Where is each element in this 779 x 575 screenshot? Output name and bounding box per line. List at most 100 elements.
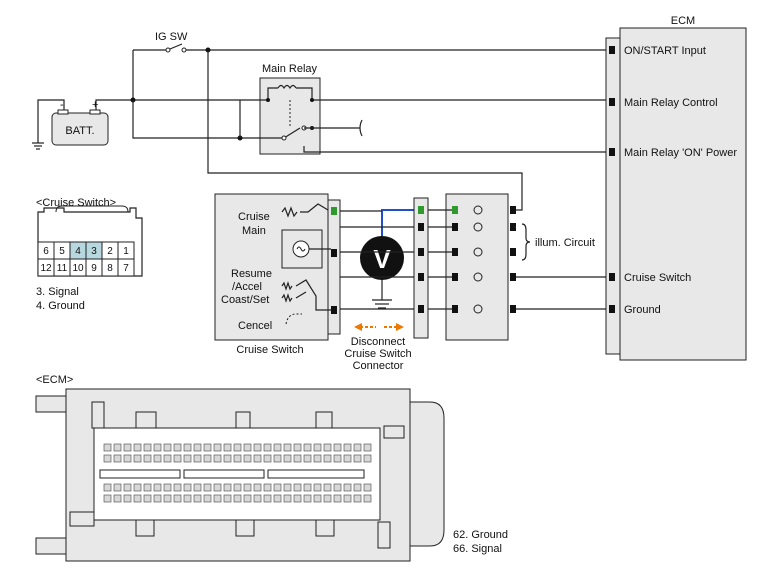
ecm-pin	[213, 443, 222, 452]
ecm-pin	[223, 454, 232, 463]
ecm-pin	[343, 443, 352, 452]
ecm-title: ECM	[671, 15, 695, 27]
main-relay-label: Main Relay	[262, 63, 318, 75]
cruise-switch-assembly: Cruise Main Resume /Accel Coast/Set Cenc…	[214, 193, 341, 356]
ecm-pin	[343, 454, 352, 463]
ecm-pin	[203, 494, 212, 503]
connector-cell-number: 8	[107, 263, 113, 274]
ecm-pin	[123, 483, 132, 492]
ecm-pin	[353, 443, 362, 452]
ecm-pin	[353, 494, 362, 503]
ecm-pin	[283, 443, 292, 452]
ecm-pin	[163, 483, 172, 492]
battery-label: BATT.	[65, 125, 94, 137]
ecm-pin	[133, 443, 142, 452]
ecm-pin	[183, 443, 192, 452]
connector-cell-number: 3	[91, 246, 97, 257]
ecm-pin	[223, 483, 232, 492]
ecm-pin	[173, 454, 182, 463]
ecm-pin	[313, 483, 322, 492]
ecm-pin	[153, 443, 162, 452]
ecm-pin	[193, 443, 202, 452]
connector-cell-number: 5	[59, 246, 65, 257]
ecm-pin	[173, 443, 182, 452]
ecm-pin	[313, 443, 322, 452]
battery-negative: -	[60, 99, 64, 111]
ecm-pin	[273, 483, 282, 492]
ecm-pin	[343, 494, 352, 503]
ecm-pin	[293, 494, 302, 503]
ecm-pin	[243, 483, 252, 492]
ecm-pin	[183, 494, 192, 503]
battery-positive: +	[92, 99, 98, 111]
ecm-pin	[143, 443, 152, 452]
connector-cell-number: 4	[75, 246, 81, 257]
ecm-pin	[203, 483, 212, 492]
ecm-pin	[133, 494, 142, 503]
ecm-pin	[253, 494, 262, 503]
ecm-pin	[173, 494, 182, 503]
ecm-pin	[363, 443, 372, 452]
ecm-module: ECM ON/START Input Main Relay Control Ma…	[605, 15, 747, 361]
ecm-connector-view: <ECM> 62. Ground 66. Signal	[35, 374, 508, 562]
ecm-pin	[253, 483, 262, 492]
ecm-pin-cruise-switch: Cruise Switch	[624, 272, 691, 284]
ecm-pin	[223, 494, 232, 503]
ecm-pin	[133, 483, 142, 492]
ecm-pin	[283, 494, 292, 503]
ecm-pin	[193, 494, 202, 503]
ecm-pin	[363, 454, 372, 463]
ecm-pin	[143, 494, 152, 503]
ecm-pin	[113, 443, 122, 452]
ecm-pin	[283, 483, 292, 492]
ecm-pin	[323, 443, 332, 452]
ecm-pin	[313, 454, 322, 463]
ecm-pin-main-relay-control: Main Relay Control	[624, 97, 718, 109]
ecm-pin	[273, 494, 282, 503]
ecm-pin	[163, 454, 172, 463]
ecm-pin	[263, 483, 272, 492]
connector-note-ground: 4. Ground	[36, 300, 85, 312]
ecm-pin	[303, 483, 312, 492]
ecm-pin	[283, 454, 292, 463]
ecm-pin	[263, 443, 272, 452]
ecm-pin	[173, 483, 182, 492]
ecm-pin	[113, 494, 122, 503]
illum-circuit-label: illum. Circuit	[535, 237, 595, 249]
ecm-pin	[303, 443, 312, 452]
ecm-pin-on-start-input: ON/START Input	[624, 45, 706, 57]
ecm-pin	[293, 454, 302, 463]
ecm-pin	[213, 494, 222, 503]
disconnect-line-2: Cruise Switch	[344, 348, 411, 360]
ecm-pin	[193, 454, 202, 463]
ecm-pin	[363, 483, 372, 492]
connector-cell-number: 10	[72, 263, 84, 274]
ecm-pin	[233, 443, 242, 452]
ecm-pin	[133, 454, 142, 463]
ecm-view-title: <ECM>	[36, 374, 73, 386]
ecm-pin	[213, 454, 222, 463]
cruise-resume-label-1: Resume	[231, 268, 272, 280]
main-relay: Main Relay	[237, 63, 363, 155]
ecm-pin	[243, 454, 252, 463]
cruise-cancel-label: Cencel	[238, 320, 272, 332]
ecm-pin	[323, 454, 332, 463]
ecm-pin	[333, 443, 342, 452]
ecm-pin	[353, 483, 362, 492]
ecm-pin	[103, 454, 112, 463]
ecm-pin	[243, 443, 252, 452]
ecm-pin	[223, 443, 232, 452]
ecm-pin	[303, 494, 312, 503]
ecm-pin	[153, 483, 162, 492]
ecm-pin	[193, 483, 202, 492]
ecm-pin	[123, 494, 132, 503]
ecm-pin	[123, 443, 132, 452]
ecm-pin	[343, 483, 352, 492]
connector-cell-number: 2	[107, 246, 113, 257]
connector-cell-number: 7	[123, 263, 129, 274]
ecm-pin	[303, 454, 312, 463]
ecm-pin	[103, 443, 112, 452]
ecm-pin	[143, 483, 152, 492]
